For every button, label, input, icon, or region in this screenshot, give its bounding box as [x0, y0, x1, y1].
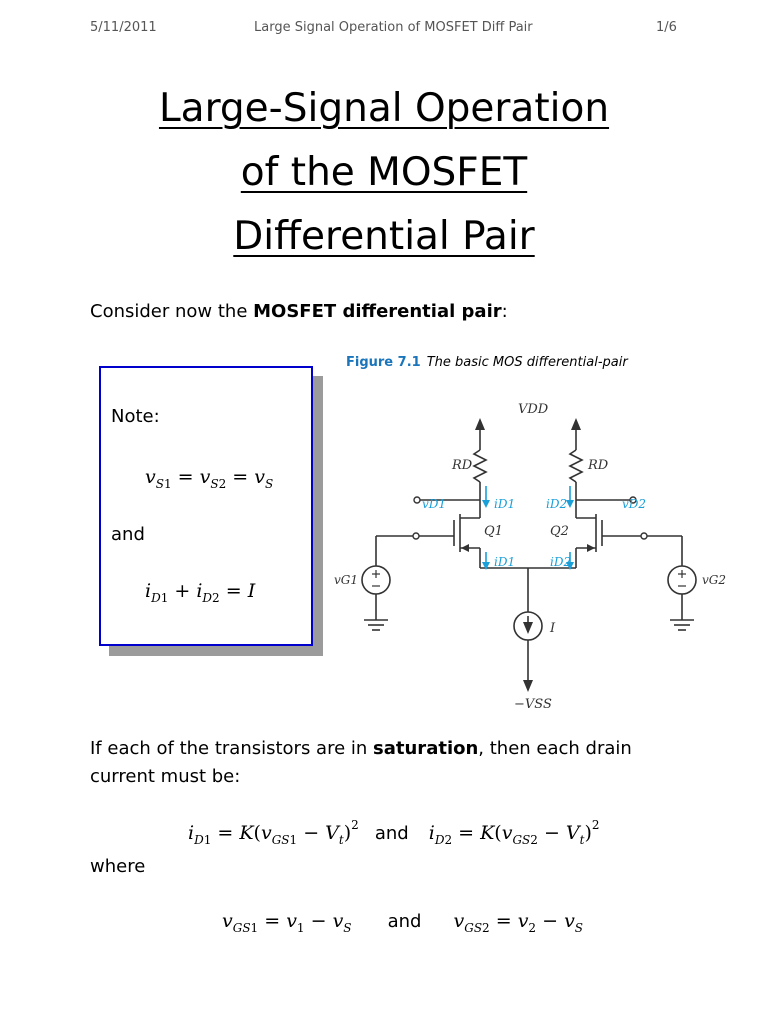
label-id1-top: iD1	[494, 497, 515, 511]
id2-top-arrow	[566, 500, 574, 508]
figure-caption: Figure 7.1 The basic MOS differential-pai…	[346, 355, 628, 370]
id1-top-arrow	[482, 500, 490, 508]
drain-eq-and: and	[374, 823, 409, 844]
intro-paragraph: Consider now the MOSFET differential pai…	[90, 301, 508, 322]
saturation-line2: current must be:	[90, 766, 241, 787]
vd2-terminal	[629, 496, 637, 504]
note-box: Note: vS1 = vS2 = vS and iD1 + iD2 = I	[99, 366, 313, 646]
note-equation-currents: iD1 + iD2 = I	[145, 580, 256, 605]
drain-current-equations: iD1 = K(vGS1 − Vt)2 and iD2 = K(vGS2 − V…	[188, 818, 600, 847]
label-id1-bottom: iD1	[494, 555, 515, 569]
label-id2-bottom: iD2	[550, 555, 571, 569]
note-heading: Note:	[111, 406, 160, 427]
saturation-prefix: If each of the transistors are in	[90, 738, 374, 759]
vgs-equations: vGS1 = v1 − vS and vGS2 = v2 − vS	[222, 910, 584, 935]
label-vd1: vD1	[422, 497, 446, 511]
intro-suffix: :	[501, 301, 508, 322]
intro-prefix: Consider now the	[90, 301, 254, 322]
id2-bottom-arrow	[566, 562, 574, 570]
header-date: 5/11/2011	[90, 20, 157, 35]
id1-bottom-arrow	[482, 562, 490, 570]
diff-pair-circuit-diagram: VDD RD RD Q1 Q2 vG1 vG2 I −VSS vD1 vD2 i…	[334, 402, 726, 712]
figure-caption-text: The basic MOS differential-pair	[426, 355, 628, 370]
saturation-suffix: , then each drain	[478, 738, 632, 759]
vgs-eq-and: and	[387, 911, 422, 932]
saturation-bold: saturation	[373, 738, 479, 759]
q2-source-arrow	[587, 544, 595, 552]
label-vss: −VSS	[514, 697, 552, 712]
q2-gate-terminal	[640, 532, 648, 540]
label-rd-right: RD	[587, 458, 609, 473]
label-vd2: vD2	[622, 497, 646, 511]
label-q1: Q1	[484, 524, 503, 539]
left-vdd-arrow	[475, 418, 485, 430]
right-vdd-arrow	[571, 418, 581, 430]
note-equation-vs: vS1 = vS2 = vS	[145, 466, 274, 491]
note-and: and	[111, 524, 145, 545]
where-label: where	[90, 856, 146, 877]
figure-label: Figure 7.1	[346, 355, 421, 370]
label-vdd: VDD	[518, 402, 549, 417]
page-title-line3: Differential Pair	[233, 214, 535, 259]
right-rd-resistor	[568, 449, 584, 483]
q1-gate-terminal	[412, 532, 420, 540]
label-vg1: vG1	[334, 573, 358, 587]
header-doc-title: Large Signal Operation of MOSFET Diff Pa…	[254, 20, 533, 35]
saturation-paragraph: If each of the transistors are in satura…	[90, 735, 632, 791]
label-id2-top: iD2	[546, 497, 567, 511]
label-rd-left: RD	[451, 458, 473, 473]
page-title-line2: of the MOSFET	[240, 150, 528, 195]
header-page-number: 1/6	[656, 20, 677, 35]
label-i-source: I	[549, 621, 556, 636]
page-title-line1: Large-Signal Operation	[158, 86, 610, 131]
current-source-arrow	[523, 622, 533, 634]
vd1-terminal	[413, 496, 421, 504]
q1-source-arrow	[461, 544, 469, 552]
left-rd-resistor	[472, 449, 488, 483]
intro-bold: MOSFET differential pair	[253, 301, 502, 322]
vss-arrow	[523, 680, 533, 692]
label-q2: Q2	[550, 524, 569, 539]
label-vg2: vG2	[702, 573, 726, 587]
